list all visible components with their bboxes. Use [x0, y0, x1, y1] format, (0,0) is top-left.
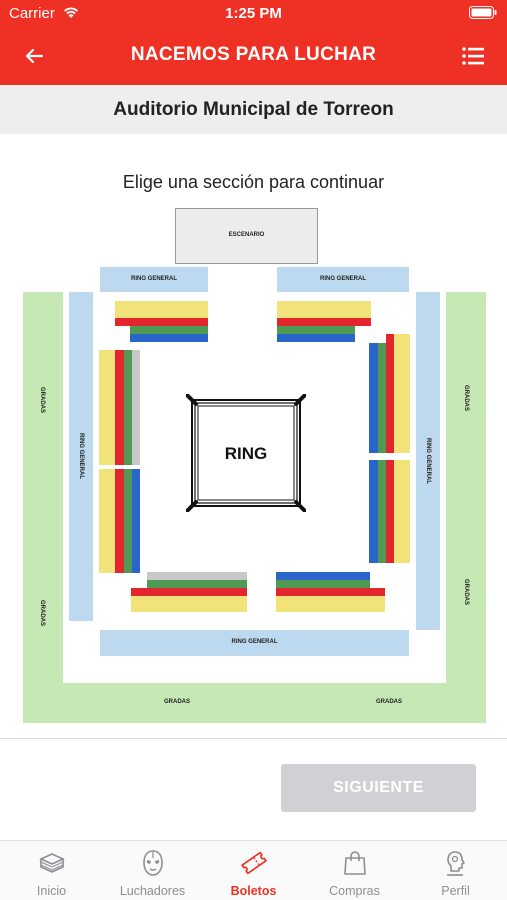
- tab-label: Inicio: [36, 884, 67, 898]
- section-green[interactable]: [378, 460, 386, 563]
- tab-perfil[interactable]: Perfil: [405, 841, 506, 900]
- section-gradas-bottom[interactable]: [63, 683, 446, 723]
- section-yellow[interactable]: [394, 460, 402, 563]
- section-green[interactable]: [130, 326, 208, 334]
- tab-luchadores[interactable]: Luchadores: [102, 841, 203, 900]
- ring-general-label: RING GENERAL: [319, 276, 366, 282]
- section-yellow[interactable]: [131, 604, 247, 612]
- section-red[interactable]: [276, 588, 385, 596]
- section-red[interactable]: [277, 318, 371, 326]
- section-green[interactable]: [124, 350, 132, 465]
- section-red[interactable]: [115, 318, 208, 326]
- battery-icon: [469, 6, 497, 19]
- section-ring-general-top-left[interactable]: [100, 267, 208, 292]
- ring-icon: [186, 394, 306, 512]
- section-red[interactable]: [386, 334, 394, 453]
- section-blue[interactable]: [369, 343, 378, 453]
- section-green[interactable]: [277, 326, 355, 334]
- mask-icon: [143, 850, 163, 876]
- tab-label: Boletos: [230, 884, 277, 898]
- gradas-label: GRADAS: [463, 384, 469, 411]
- next-button[interactable]: SIGUIENTE: [281, 764, 476, 812]
- section-blue[interactable]: [277, 334, 355, 342]
- section-yellow[interactable]: [402, 334, 410, 453]
- section-gradas-right[interactable]: [446, 292, 486, 723]
- section-red[interactable]: [131, 588, 247, 596]
- section-green[interactable]: [124, 469, 132, 573]
- section-ring-general-top-right[interactable]: [277, 267, 409, 292]
- section-yellow[interactable]: [276, 604, 385, 612]
- section-red[interactable]: [386, 460, 394, 563]
- section-green[interactable]: [147, 580, 247, 588]
- section-instruction: Elige una sección para continuar: [122, 172, 385, 192]
- ring-label: RING: [224, 444, 268, 463]
- ring-general-label: RING GENERAL: [130, 276, 177, 282]
- section-ring-general-bottom[interactable]: [100, 630, 409, 656]
- section-blue[interactable]: [369, 460, 378, 563]
- ring-icon: [39, 853, 65, 873]
- section-yellow[interactable]: [277, 310, 371, 318]
- section-yellow[interactable]: [115, 301, 208, 310]
- wifi-icon: [64, 7, 78, 18]
- section-yellow[interactable]: [277, 301, 371, 310]
- status-time: 1:25 PM: [225, 5, 282, 22]
- section-green[interactable]: [378, 343, 386, 453]
- section-blue[interactable]: [132, 469, 140, 573]
- section-yellow[interactable]: [99, 469, 107, 573]
- section-red[interactable]: [115, 350, 124, 465]
- venue-bar: Auditorio Municipal de Torreon: [0, 85, 507, 134]
- ring-general-label: RING GENERAL: [425, 437, 431, 484]
- tab-label: Perfil: [441, 884, 470, 898]
- nav-bar: NACEMOS PARA LUCHAR: [0, 26, 507, 85]
- stage: ESCENARIO: [175, 208, 318, 264]
- tab-bar: Inicio Luchadores Boletos Compras: [0, 840, 507, 900]
- shopping-bag-icon: [344, 851, 366, 875]
- section-yellow[interactable]: [99, 350, 107, 465]
- section-blue[interactable]: [276, 572, 370, 580]
- divider: [0, 738, 507, 739]
- list-menu-icon[interactable]: [461, 44, 485, 68]
- section-green[interactable]: [276, 580, 370, 588]
- status-bar: Carrier 1:25 PM: [0, 0, 507, 26]
- gradas-label: GRADAS: [463, 578, 469, 605]
- back-arrow-icon[interactable]: [22, 43, 48, 69]
- gradas-label: GRADAS: [39, 386, 45, 413]
- tab-boletos[interactable]: Boletos: [203, 841, 304, 900]
- section-red[interactable]: [115, 469, 124, 573]
- gradas-label: GRADAS: [163, 699, 190, 705]
- ring-general-label: RING GENERAL: [231, 639, 278, 645]
- profile-icon: [447, 851, 465, 876]
- section-gray[interactable]: [147, 572, 247, 580]
- gradas-label: GRADAS: [375, 699, 402, 705]
- section-gray[interactable]: [132, 350, 140, 465]
- ticket-icon: [241, 851, 267, 875]
- section-gradas-left[interactable]: [23, 292, 63, 723]
- section-blue[interactable]: [130, 334, 208, 342]
- section-yellow[interactable]: [394, 334, 402, 453]
- section-ring-general-left[interactable]: [69, 292, 93, 621]
- section-yellow[interactable]: [107, 350, 115, 465]
- carrier-label: Carrier: [9, 5, 55, 22]
- section-yellow[interactable]: [402, 460, 410, 563]
- section-yellow[interactable]: [115, 310, 208, 318]
- section-yellow[interactable]: [107, 469, 115, 573]
- tab-compras[interactable]: Compras: [304, 841, 405, 900]
- page-title: NACEMOS PARA LUCHAR: [130, 44, 377, 65]
- gradas-label: GRADAS: [39, 599, 45, 626]
- section-yellow[interactable]: [276, 596, 385, 604]
- venue-name: Auditorio Municipal de Torreon: [113, 99, 394, 120]
- tab-label: Luchadores: [119, 884, 186, 898]
- tab-inicio[interactable]: Inicio: [1, 841, 102, 900]
- ring-general-label: RING GENERAL: [78, 432, 84, 479]
- tab-label: Compras: [329, 884, 380, 898]
- section-yellow[interactable]: [131, 596, 247, 604]
- section-ring-general-right[interactable]: [416, 292, 440, 630]
- stage-label: ESCENARIO: [228, 232, 265, 238]
